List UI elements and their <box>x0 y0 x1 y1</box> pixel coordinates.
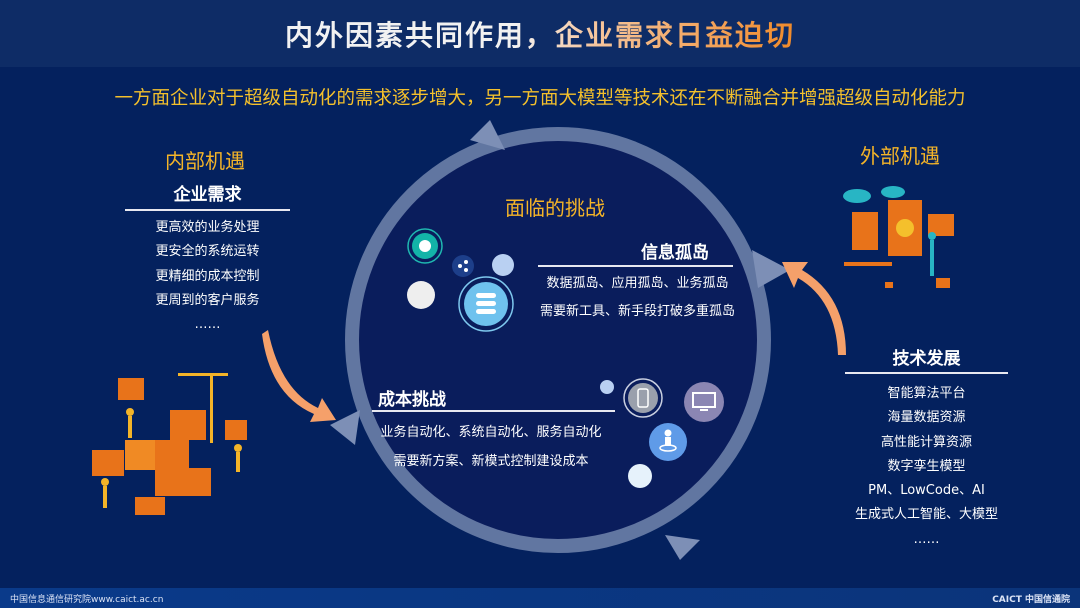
external-subheading: 技术发展 <box>892 349 961 369</box>
divider <box>125 209 290 211</box>
globe-icon <box>407 228 443 264</box>
ring-arrow-top <box>470 120 505 150</box>
monitor-icon <box>684 382 724 422</box>
external-heading: 外部机遇 <box>860 144 940 168</box>
ring-arrow-bottom <box>665 535 700 560</box>
caict-logo: CAICT 中国信通院 <box>992 594 1070 605</box>
footer-source: 中国信息通信研究院www.caict.ac.cn <box>10 594 164 605</box>
bubble <box>407 281 435 309</box>
divider <box>845 372 1008 374</box>
bubble <box>628 464 652 488</box>
tech-development-list: 智能算法平台 海量数据资源 高性能计算资源 数字孪生模型 PM、LowCode、… <box>835 382 1018 552</box>
cost-challenge-title: 成本挑战 <box>378 390 446 410</box>
list-item: PM、LowCode、AI <box>868 483 985 499</box>
challenge-heading: 面临的挑战 <box>505 196 605 220</box>
puzzle-team-illustration <box>92 373 247 515</box>
cycle-ring <box>345 127 771 553</box>
footer: 中国信息通信研究院www.caict.ac.cn CAICT 中国信通院 <box>0 588 1080 608</box>
list-item: 需要新工具、新手段打破多重孤岛 <box>539 304 735 319</box>
info-island-title: 信息孤岛 <box>641 243 709 263</box>
list-item: 智能算法平台 <box>887 386 966 401</box>
list-item: 高性能计算资源 <box>880 434 972 450</box>
database-icon <box>458 276 514 332</box>
subtitle: 一方面企业对于超级自动化的需求逐步增大，另一方面大模型等技术还在不断融合并增强超… <box>114 88 966 109</box>
cost-challenge-lines: 业务自动化、系统自动化、服务自动化 需要新方案、新模式控制建设成本 <box>368 418 614 476</box>
list-item: …… <box>913 531 940 547</box>
page-title: 内外因素共同作用，企业需求日益迫切 <box>285 14 795 54</box>
mobile-phone-icon <box>623 378 663 418</box>
share-icon <box>452 255 474 277</box>
user-location-icon <box>649 423 687 461</box>
list-item: 更安全的系统运转 <box>155 244 260 260</box>
list-item: 需要新方案、新模式控制建设成本 <box>393 454 589 469</box>
list-item: 更周到的客户服务 <box>155 292 260 308</box>
bubble <box>600 380 614 394</box>
ring-arrow-left <box>330 410 360 445</box>
list-item: 业务自动化、系统自动化、服务自动化 <box>380 425 602 440</box>
innovation-illustration <box>843 186 954 288</box>
bubble <box>492 254 514 276</box>
list-item: 更高效的业务处理 <box>155 220 260 235</box>
internal-heading: 内部机遇 <box>165 149 245 173</box>
divider <box>538 265 733 267</box>
list-item: 更精细的成本控制 <box>155 268 260 284</box>
inbound-arrow-left <box>262 330 336 422</box>
internal-subheading: 企业需求 <box>173 185 242 205</box>
list-item: 海量数据资源 <box>887 410 966 426</box>
divider <box>372 410 615 412</box>
list-item: 生成式人工智能、大模型 <box>854 507 998 523</box>
ring-arrow-right <box>752 250 790 288</box>
title-bar: 内外因素共同作用，企业需求日益迫切 <box>0 0 1080 67</box>
internal-needs-list: 更高效的业务处理 更安全的系统运转 更精细的成本控制 更周到的客户服务 …… <box>125 216 290 337</box>
list-item: 数据孤岛、应用孤岛、业务孤岛 <box>546 276 729 291</box>
inbound-arrow-right <box>782 262 846 355</box>
list-item: …… <box>194 317 221 333</box>
info-island-lines: 数据孤岛、应用孤岛、业务孤岛 需要新工具、新手段打破多重孤岛 <box>530 270 745 326</box>
list-item: 数字孪生模型 <box>887 458 966 474</box>
